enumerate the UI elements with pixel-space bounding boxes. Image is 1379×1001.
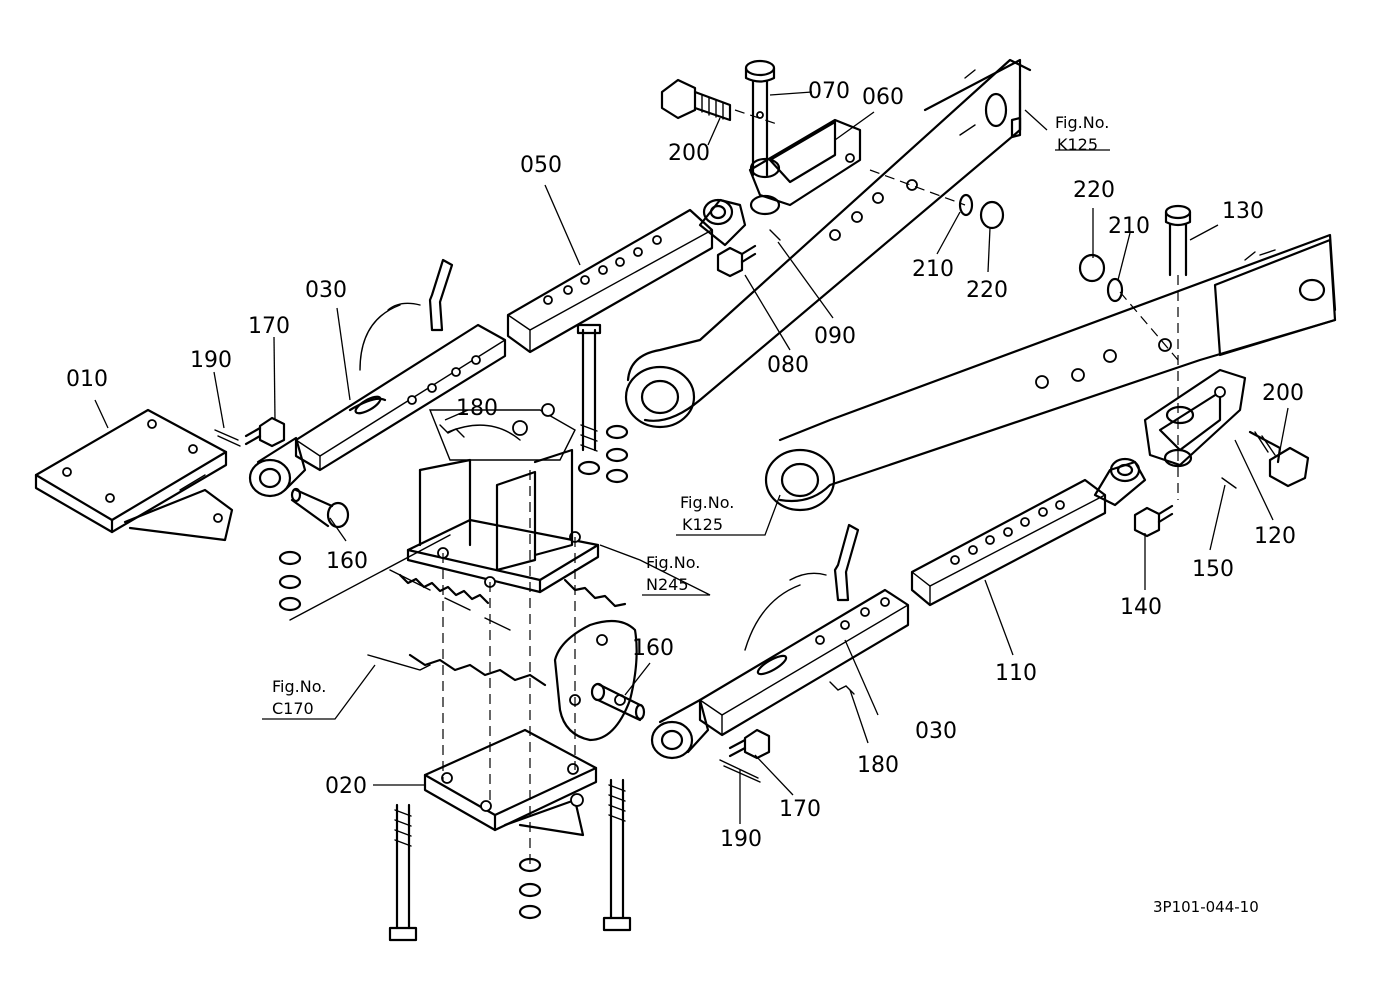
clevis-060 — [748, 118, 862, 216]
check-chain-upper — [248, 198, 747, 498]
callout-labels: 010 020 030 030 050 060 070 080 090 110 … — [66, 79, 1304, 852]
callout-050: 050 — [520, 153, 562, 178]
drawing-code: 3P101-044-10 — [1153, 898, 1259, 916]
figref-k125-mid-line2: K125 — [682, 515, 723, 534]
callout-160-lower: 160 — [632, 636, 674, 661]
bolt-200-upper — [660, 78, 732, 122]
spring-pins — [214, 229, 1237, 783]
pin-070 — [744, 59, 776, 177]
figref-n245-line2: N245 — [646, 575, 689, 594]
callout-010: 010 — [66, 367, 108, 392]
callout-150: 150 — [1192, 557, 1234, 582]
callout-080: 080 — [767, 353, 809, 378]
callout-200-upper: 200 — [668, 141, 710, 166]
callout-110: 110 — [995, 661, 1037, 686]
callout-140: 140 — [1120, 595, 1162, 620]
callout-220-lower: 220 — [1073, 178, 1115, 203]
center-bracket-n245 — [406, 403, 600, 594]
callout-070: 070 — [808, 79, 850, 104]
figref-c170-line1: Fig.No. — [272, 677, 326, 696]
callout-130: 130 — [1222, 199, 1264, 224]
callout-170-lower: 170 — [779, 797, 821, 822]
callout-020: 020 — [325, 774, 367, 799]
figref-c170-line2: C170 — [272, 699, 314, 718]
pin-160-lower — [590, 682, 646, 722]
callout-170-upper: 170 — [248, 314, 290, 339]
bolt-170-upper — [244, 416, 286, 448]
callout-030-upper: 030 — [305, 278, 347, 303]
mounting-bolts — [388, 323, 632, 942]
figref-k125-mid-line1: Fig.No. — [680, 493, 734, 512]
bracket-plate-020 — [423, 728, 598, 837]
bolt-200-lower — [1248, 430, 1310, 488]
callout-160-upper: 160 — [326, 549, 368, 574]
nut-washer-stacks — [278, 424, 629, 920]
bolt-140 — [1133, 504, 1174, 538]
figref-k125-top-line2: K125 — [1057, 135, 1098, 154]
callout-220-upper: 220 — [966, 278, 1008, 303]
callout-200-lower: 200 — [1262, 381, 1304, 406]
callout-030-lower: 030 — [915, 719, 957, 744]
callout-120: 120 — [1254, 524, 1296, 549]
bolt-170-lower — [728, 728, 771, 760]
lift-arm-lower — [764, 233, 1337, 512]
washers-210-220 — [958, 193, 1124, 303]
callout-060: 060 — [862, 85, 904, 110]
assembly-lines — [442, 109, 1179, 865]
bolt-080 — [716, 244, 757, 278]
callout-090: 090 — [814, 324, 856, 349]
callout-180-upper: 180 — [456, 396, 498, 421]
figure-references: Fig.No. K125 Fig.No. K125 Fig.No. N245 F… — [272, 113, 1109, 718]
callout-180-lower: 180 — [857, 753, 899, 778]
bracket-plate-010 — [34, 408, 234, 542]
callout-190-lower: 190 — [720, 827, 762, 852]
pin-160-upper — [290, 487, 350, 529]
lift-arm-upper — [624, 58, 1032, 429]
clevis-120 — [1143, 368, 1247, 468]
pin-130 — [1164, 204, 1192, 500]
callout-190-upper: 190 — [190, 348, 232, 373]
figref-n245-line1: Fig.No. — [646, 553, 700, 572]
callout-210-upper: 210 — [912, 257, 954, 282]
figref-k125-top-line1: Fig.No. — [1055, 113, 1109, 132]
callout-210-lower: 210 — [1108, 214, 1150, 239]
leader-lines — [94, 91, 1289, 824]
